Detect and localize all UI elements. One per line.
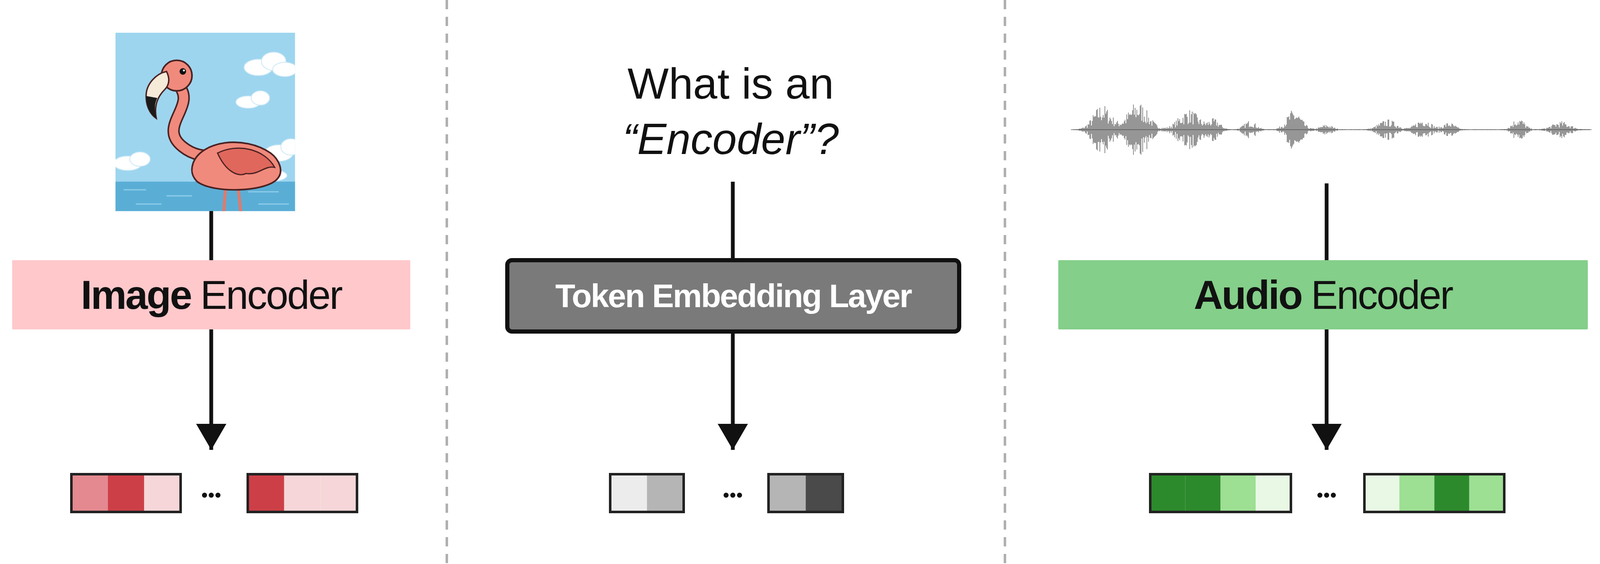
vector-cell: [320, 474, 357, 513]
waveform-axis: [1070, 129, 1592, 131]
node-title: Image: [80, 272, 191, 319]
encoder-box: AudioEncoder: [1058, 260, 1588, 330]
vector-cell: [247, 474, 285, 513]
vector-outline: [768, 474, 843, 513]
audio-waveform: [1070, 104, 1592, 155]
vector-cell: [768, 474, 806, 513]
encoder-box: ImageEncoder: [12, 260, 411, 330]
vector-cell: [805, 474, 844, 513]
vector-cell: [284, 474, 321, 513]
vector-cell: [1399, 474, 1435, 513]
vector-cell: [610, 474, 648, 513]
question-text: “Encoder”?: [622, 114, 839, 165]
vector-cell: [1185, 474, 1221, 513]
arrow-head: [1311, 424, 1342, 451]
vector-cell: [71, 474, 108, 513]
question-text: What is an: [627, 58, 834, 109]
vector-cell: [1150, 474, 1186, 513]
vector-cell: [1434, 474, 1470, 513]
vector-outline: [1150, 474, 1291, 513]
flamingo-illustration: [113, 32, 302, 215]
panel-divider: [445, 0, 449, 564]
input-line: [1324, 183, 1329, 261]
vector-cell: [107, 474, 145, 513]
embedding-layer-box: Token Embedding Layer: [505, 258, 962, 334]
embedding-vector: [247, 474, 357, 513]
arrow-head: [196, 424, 227, 451]
vector-outline: [610, 474, 684, 513]
node-subtitle: Encoder: [200, 272, 342, 319]
vector-outline: [247, 474, 357, 513]
vector-cell: [1364, 474, 1400, 513]
ellipsis-dot: [215, 493, 221, 499]
vector-outline: [1364, 474, 1505, 513]
embedding-vector: [768, 474, 843, 513]
vector-cell: [1220, 474, 1257, 513]
ellipsis-dot: [1317, 493, 1323, 499]
embedding-vector: [71, 474, 181, 513]
ellipsis-dot: [730, 493, 736, 499]
vector-cell: [1255, 474, 1291, 513]
vector-cell: [1469, 474, 1505, 513]
panel-divider: [1003, 0, 1007, 564]
input-line: [731, 181, 735, 259]
ellipsis-dot: [201, 493, 208, 499]
input-line: [209, 211, 214, 261]
vector-cell: [647, 474, 685, 513]
ellipsis-dot: [737, 493, 743, 499]
waveform-trace: [1072, 104, 1590, 155]
arrow-head: [717, 424, 748, 451]
embedding-vector: [1150, 474, 1291, 513]
node-title: Audio: [1193, 272, 1302, 319]
ellipsis-dot: [1330, 493, 1336, 499]
vector-cell: [144, 474, 181, 513]
ellipsis-dot: [1324, 493, 1330, 499]
embedding-vector: [610, 474, 684, 513]
vector-outline: [71, 474, 181, 513]
node-subtitle: Encoder: [1311, 272, 1453, 319]
ellipsis-dot: [208, 493, 214, 499]
ellipsis-dot: [723, 493, 729, 499]
embedding-vector: [1364, 474, 1505, 513]
node-title: Token Embedding Layer: [555, 277, 912, 316]
